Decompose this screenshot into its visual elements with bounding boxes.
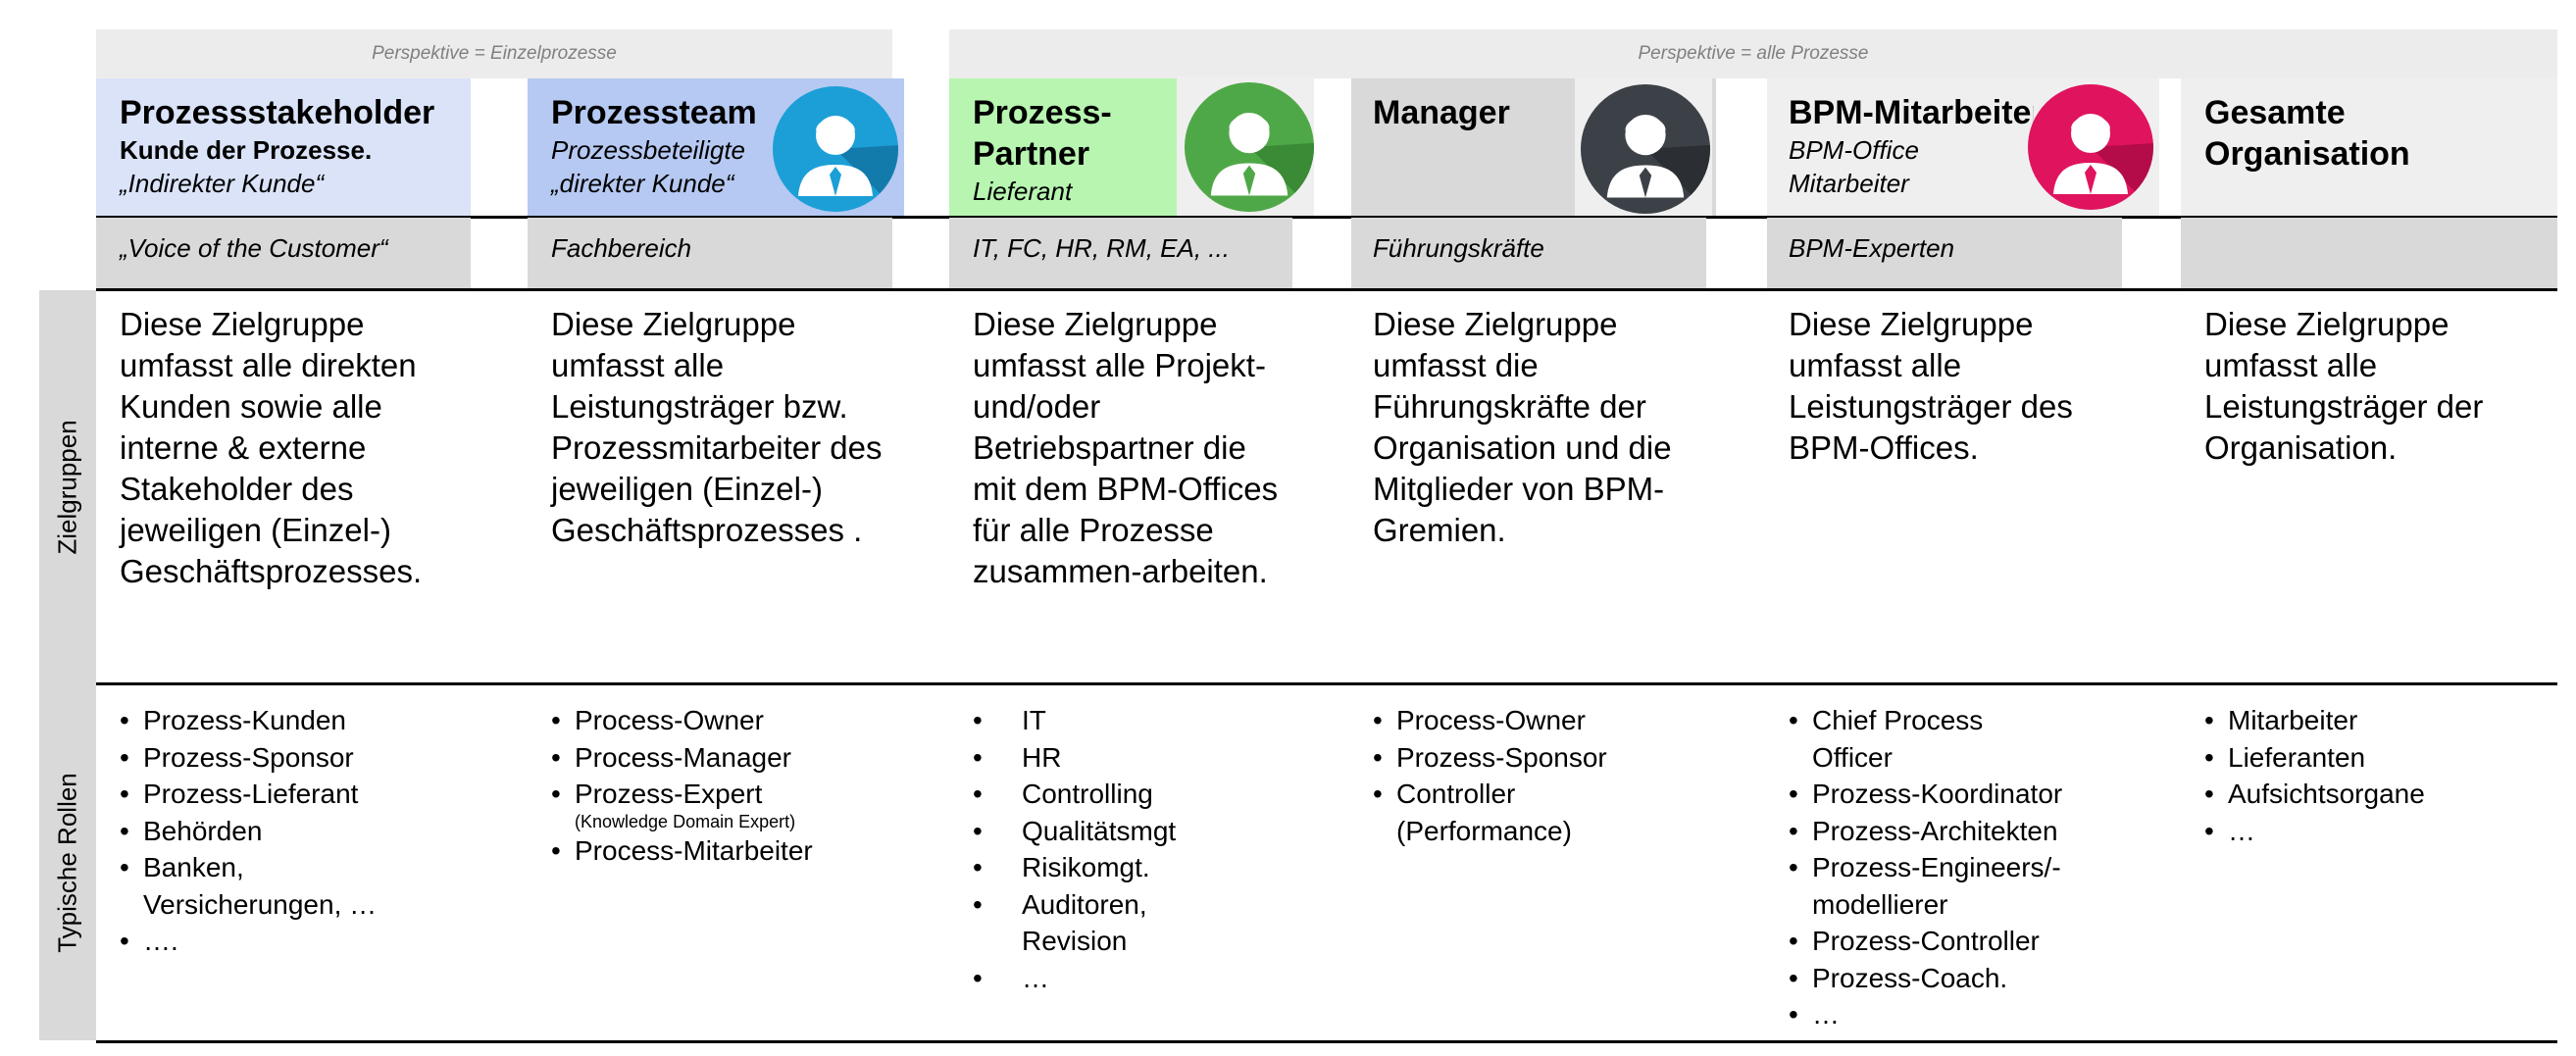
list-item: Process-Manager <box>551 739 884 777</box>
avatar-box-team <box>767 78 904 216</box>
list-item: Mitarbeiter <box>2204 702 2528 739</box>
description: Diese Zielgruppe umfasst alle Projekt- u… <box>973 306 1279 589</box>
column-subtitle: Lieferant <box>973 176 1073 206</box>
roles-list: Mitarbeiter Lieferanten Aufsichtsorgane … <box>2204 702 2528 849</box>
list-item: Risikomgt. <box>973 849 1296 886</box>
list-item: Process-Owner <box>551 702 884 739</box>
list-item-text: Prozess-Expert <box>575 779 763 809</box>
strip-bpm <box>1767 218 2122 288</box>
column-subtitle: „direkter Kunde“ <box>551 169 734 198</box>
strip-text: Führungskräfte <box>1373 233 1544 263</box>
strip-organisation <box>2181 218 2557 288</box>
strip-text: „Voice of the Customer“ <box>120 233 388 263</box>
description: Diese Zielgruppe umfasst alle Leistungst… <box>1789 306 2073 466</box>
list-item: …. <box>120 923 443 960</box>
perspective-individual: Perspektive = Einzelprozesse <box>96 29 892 78</box>
person-icon <box>1185 82 1314 212</box>
column-subtitle: Mitarbeiter <box>1789 169 1909 198</box>
list-item-note: (Knowledge Domain Expert) <box>575 811 796 831</box>
list-item: Prozess-Sponsor <box>120 739 443 777</box>
list-item: Process-Mitarbeiter <box>551 832 884 870</box>
list-item: Prozess-Controller <box>1789 923 2102 960</box>
strip-text: Fachbereich <box>551 233 692 263</box>
column-subtitle: „Indirekter Kunde“ <box>120 169 325 198</box>
roles-list: Prozess-Kunden Prozess-Sponsor Prozess-L… <box>120 702 443 960</box>
list-item: Behörden <box>120 813 443 850</box>
strip-manager <box>1351 218 1706 288</box>
column-title: Gesamte <box>2204 94 2346 131</box>
list-item: Prozess-Coach. <box>1789 960 2102 997</box>
description: Diese Zielgruppe umfasst die Führungskrä… <box>1373 306 1672 548</box>
person-icon <box>1581 84 1710 214</box>
description: Diese Zielgruppe umfasst alle direkten K… <box>120 306 423 589</box>
row-label-typical-roles: Typische Rollen <box>39 684 96 1040</box>
list-item: Prozess-Architekten <box>1789 813 2102 850</box>
list-item: IT <box>973 702 1296 739</box>
avatar-box-partner <box>1177 76 1314 218</box>
list-item: Banken, Versicherungen, … <box>120 849 428 923</box>
row-label-target-groups: Zielgruppen <box>39 290 96 684</box>
column-title: Prozessstakeholder <box>120 94 435 131</box>
description: Diese Zielgruppe umfasst alle Leistungst… <box>2204 306 2484 466</box>
list-item: … <box>1789 996 2102 1033</box>
header-bpm: BPM-Mitarbeiter BPM-Office Mitarbeiter <box>1789 92 2034 200</box>
strip-text: IT, FC, HR, RM, EA, ... <box>973 233 1230 263</box>
header-bg-stakeholder <box>96 78 471 216</box>
column-title: BPM-Mitarbeiter <box>1789 94 2034 131</box>
divider-bottom <box>96 1040 2557 1043</box>
list-item: Chief Process Officer <box>1789 702 2038 776</box>
list-item: Lieferanten <box>2204 739 2528 777</box>
list-item: Aufsichtsorgane <box>2204 776 2528 813</box>
list-item: … <box>973 960 1296 997</box>
header-team: Prozessteam Prozessbeteiligte „direkter … <box>551 92 786 200</box>
column-title: Organisation <box>2204 135 2410 173</box>
list-item: Auditoren, Revision <box>973 886 1218 960</box>
list-item: Prozess-Koordinator <box>1789 776 2102 813</box>
list-item: Qualitätsmgt <box>973 813 1296 850</box>
strip-team <box>528 218 892 288</box>
list-item: Controller (Performance) <box>1373 776 1632 849</box>
row-label-text: Zielgruppen <box>52 420 82 555</box>
list-item: HR <box>973 739 1296 777</box>
column-subtitle: Prozessbeteiligte <box>551 135 745 165</box>
header-bg-organisation <box>2181 78 2557 216</box>
column-subtitle: Kunde der Prozesse. <box>120 135 373 165</box>
divider-strip <box>96 288 2557 291</box>
strip-text: BPM-Experten <box>1789 233 1955 263</box>
list-item: … <box>2204 813 2528 850</box>
description: Diese Zielgruppe umfasst alle Leistungst… <box>551 306 883 548</box>
column-title: Prozess- <box>973 94 1112 131</box>
avatar-box-manager <box>1575 78 1712 216</box>
strip-partner <box>949 218 1292 288</box>
header-manager: Manager <box>1373 92 1569 133</box>
person-icon <box>773 86 898 212</box>
column-title: Manager <box>1373 94 1510 131</box>
divider-top <box>96 216 2557 219</box>
avatar-box-bpm <box>2022 78 2159 216</box>
person-icon <box>2028 84 2153 210</box>
row-label-text: Typische Rollen <box>52 772 82 953</box>
column-title: Prozessteam <box>551 94 757 131</box>
list-item: Prozess-Sponsor <box>1373 739 1687 777</box>
strip-stakeholder <box>96 218 471 288</box>
list-item: Prozess-Lieferant <box>120 776 443 813</box>
column-subtitle: BPM-Office <box>1789 135 1919 165</box>
list-item: Process-Owner <box>1373 702 1687 739</box>
divider-middle <box>96 682 2557 685</box>
column-title: Partner <box>973 135 1090 173</box>
roles-list: Process-Owner Process-Manager Prozess-Ex… <box>551 702 884 869</box>
list-item: Prozess-Kunden <box>120 702 443 739</box>
list-item: Prozess-Expert (Knowledge Domain Expert) <box>551 776 884 832</box>
header-organisation: Gesamte Organisation <box>2204 92 2538 175</box>
header-partner: Prozess- Partner Lieferant <box>973 92 1198 208</box>
perspective-all: Perspektive = alle Prozesse <box>949 29 2557 78</box>
header-stakeholder: Prozessstakeholder Kunde der Prozesse. „… <box>120 92 473 200</box>
roles-list: IT HR Controlling Qualitätsmgt Risikomgt… <box>973 702 1296 996</box>
list-item: Controlling <box>973 776 1296 813</box>
roles-list: Chief Process Officer Prozess-Koordinato… <box>1789 702 2102 1033</box>
roles-list: Process-Owner Prozess-Sponsor Controller… <box>1373 702 1687 849</box>
list-item: Prozess-Engineers/-modellierer <box>1789 849 2096 923</box>
